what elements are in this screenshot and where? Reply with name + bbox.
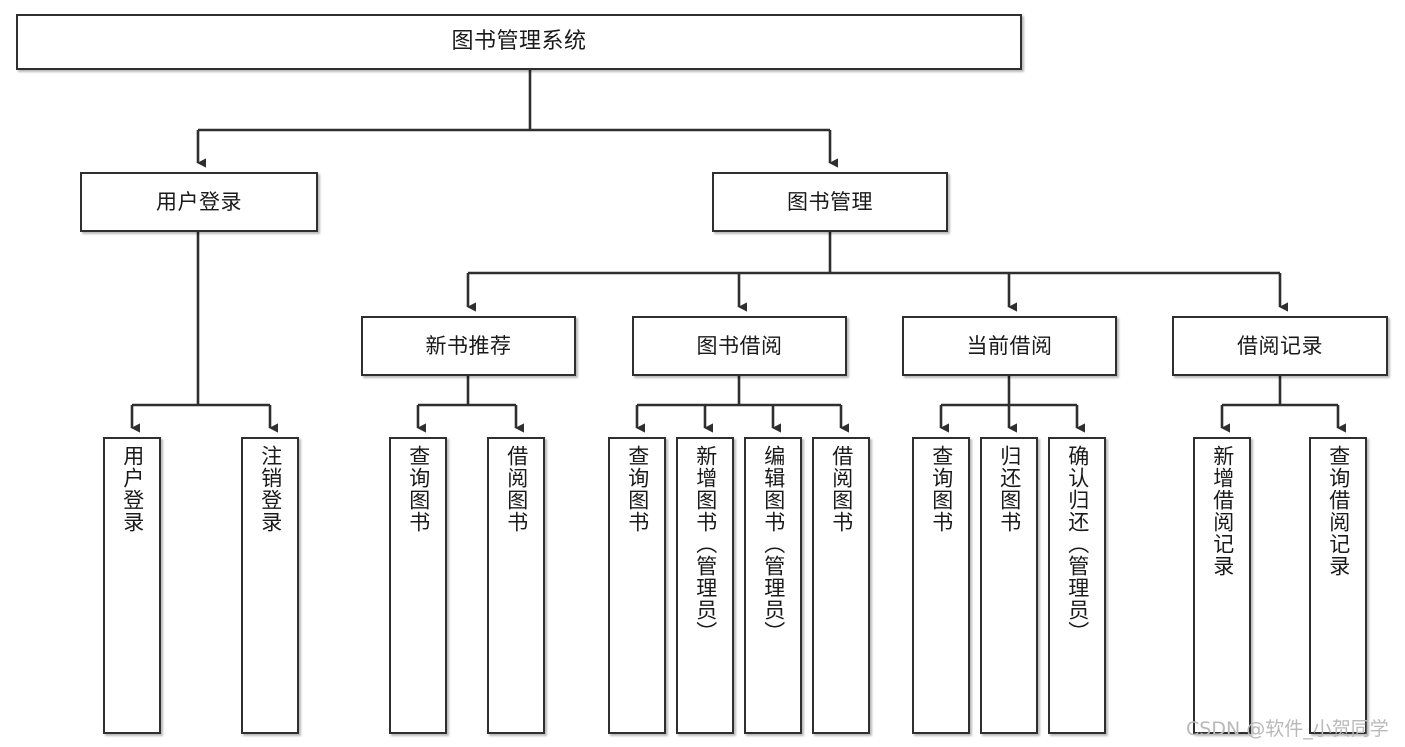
node-label: 查询借阅记录 xyxy=(1326,445,1351,577)
node-label: 图书借阅 xyxy=(696,333,783,358)
node-label: 编辑图书（管理员） xyxy=(761,445,786,643)
node-label: 新增图书（管理员） xyxy=(693,445,718,643)
node-label: 图书管理系统 xyxy=(451,29,587,55)
leaf-book-borrow-query-book[interactable]: 查询图书 xyxy=(608,437,666,734)
node-label: 新增借阅记录 xyxy=(1210,445,1235,577)
leaf-book-borrow-edit-book-admin[interactable]: 编辑图书（管理员） xyxy=(744,437,802,734)
node-new-book-recommend[interactable]: 新书推荐 xyxy=(361,316,576,376)
node-label: 查询图书 xyxy=(625,445,650,533)
leaf-current-borrow-confirm-return-admin[interactable]: 确认归还（管理员） xyxy=(1048,437,1106,734)
node-label: 借阅图书 xyxy=(504,445,529,533)
leaf-book-borrow-add-book-admin[interactable]: 新增图书（管理员） xyxy=(676,437,734,734)
node-label: 用户登录 xyxy=(156,189,242,214)
node-label: 确认归还（管理员） xyxy=(1065,445,1090,643)
node-label: 当前借阅 xyxy=(966,333,1053,358)
leaf-borrow-record-add-record[interactable]: 新增借阅记录 xyxy=(1193,437,1251,734)
leaf-new-book-borrow-book[interactable]: 借阅图书 xyxy=(487,437,545,734)
node-current-borrow[interactable]: 当前借阅 xyxy=(902,316,1117,376)
node-book-management[interactable]: 图书管理 xyxy=(712,172,948,232)
leaf-new-book-query-book[interactable]: 查询图书 xyxy=(389,437,447,734)
leaf-user-login-login[interactable]: 用户登录 xyxy=(103,437,161,734)
node-label: 借阅记录 xyxy=(1237,333,1323,358)
leaf-current-borrow-query-book[interactable]: 查询图书 xyxy=(912,437,970,734)
leaf-user-login-logout[interactable]: 注销登录 xyxy=(241,437,299,734)
node-label: 归还图书 xyxy=(997,445,1022,533)
node-label: 借阅图书 xyxy=(829,445,854,533)
leaf-current-borrow-return-book[interactable]: 归还图书 xyxy=(980,437,1038,734)
node-label: 用户登录 xyxy=(120,445,145,533)
node-borrow-record[interactable]: 借阅记录 xyxy=(1172,316,1388,376)
node-label: 注销登录 xyxy=(258,445,283,533)
csdn-watermark: CSDN @软件_小贺同学 xyxy=(1186,718,1389,740)
leaf-book-borrow-borrow-book[interactable]: 借阅图书 xyxy=(812,437,870,734)
leaf-borrow-record-query-record[interactable]: 查询借阅记录 xyxy=(1309,437,1367,734)
node-root-book-management-system[interactable]: 图书管理系统 xyxy=(16,14,1022,70)
node-label: 查询图书 xyxy=(406,445,431,533)
node-label: 新书推荐 xyxy=(425,333,512,358)
node-user-login[interactable]: 用户登录 xyxy=(80,172,318,232)
node-label: 查询图书 xyxy=(929,445,954,533)
node-book-borrow[interactable]: 图书借阅 xyxy=(632,316,847,376)
node-label: 图书管理 xyxy=(787,189,873,214)
